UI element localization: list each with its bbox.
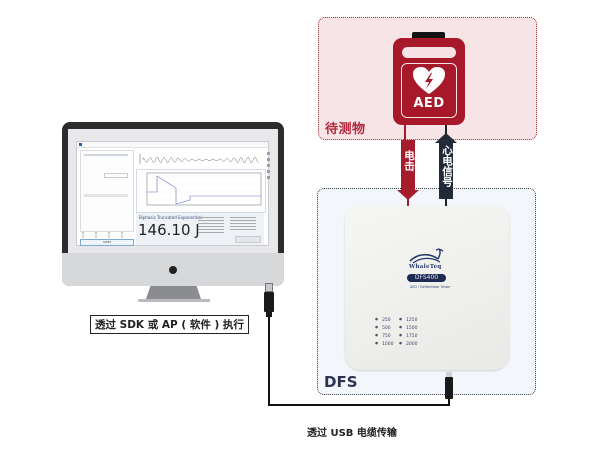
- measurement-table: [198, 217, 256, 233]
- energy-led: 750: [375, 332, 394, 340]
- ecg-arrow: [439, 143, 453, 199]
- ecg-wire-tip: [445, 199, 447, 206]
- tab-bar: [84, 154, 128, 156]
- waveform-select[interactable]: [104, 173, 128, 178]
- energy-radio-group[interactable]: [80, 231, 132, 238]
- arrow-down-icon: [397, 190, 419, 200]
- shock-arrow: [401, 140, 415, 191]
- result-pane: Biphasic Truncated Exponential 146.10 J: [136, 213, 264, 245]
- usb-c-connector-icon: [446, 372, 452, 378]
- energy-led-column-left: 250 500 750 1000: [375, 316, 394, 348]
- usb-a-strain-relief: [266, 311, 272, 317]
- app-icon: [79, 143, 82, 146]
- toolbar-icon[interactable]: [267, 152, 270, 155]
- monitor-stand: [146, 286, 201, 299]
- energy-led: 1250: [399, 316, 417, 324]
- aed-handle: [412, 32, 445, 43]
- load-resistance-select[interactable]: [84, 194, 128, 197]
- ecg-trace: [142, 156, 259, 164]
- usb-caption: 透过 USB 电缆传输: [307, 428, 397, 439]
- energy-led: 250: [375, 316, 394, 324]
- dut-region-label: 待测物: [325, 122, 366, 137]
- usb-c-plug: [445, 377, 453, 399]
- sdk-caption: 透过 SDK 或 AP ( 软件 ) 执行: [90, 315, 249, 334]
- biphasic-waveform-line: [147, 175, 261, 205]
- usb-a-connector-icon: [265, 283, 273, 292]
- usb-cable: [268, 404, 450, 406]
- waveform-name: Biphasic Truncated Exponential: [139, 215, 202, 220]
- shock-label: 电击: [403, 150, 415, 171]
- defibrillation-waveform-plot: [136, 169, 266, 213]
- energy-led: 500: [375, 324, 394, 332]
- aed-label: AED: [413, 96, 445, 111]
- device-subtitle: AED / Defibrillator Tester: [410, 285, 451, 289]
- ecg-generator-panel: [80, 150, 134, 232]
- whale-logo-icon: [409, 248, 444, 264]
- usb-a-plug: [264, 292, 274, 312]
- shock-wire: [404, 125, 406, 145]
- device-model: DFS400: [407, 274, 446, 282]
- app-window: START Biphasic Truncated Exponential 146…: [76, 141, 270, 246]
- shock-wire-tip: [407, 199, 409, 206]
- energy-led: 1000: [375, 340, 393, 348]
- tester-region-label: DFS: [324, 373, 358, 391]
- aed-grip-slot: [402, 47, 456, 58]
- usb-cable: [268, 316, 270, 406]
- energy-readout: 146.10 J: [138, 221, 200, 239]
- toolbar-icon[interactable]: [267, 158, 270, 161]
- monitor-logo-dot: [169, 266, 177, 274]
- energy-led: 1500: [399, 324, 417, 332]
- arrow-up-icon: [435, 133, 457, 143]
- heart-lightning-icon: [413, 67, 445, 94]
- toolbar-icon[interactable]: [267, 164, 270, 167]
- toolbar-icon[interactable]: [267, 176, 270, 179]
- aed-panel: [401, 63, 457, 118]
- dfs400-device: [345, 205, 509, 370]
- energy-led-column-right: 1250 1500 1750 2000: [399, 316, 417, 348]
- energy-led: 2000: [399, 340, 417, 348]
- energy-led: 1750: [399, 332, 417, 340]
- toolbar-icon[interactable]: [267, 170, 270, 173]
- monitor-foot: [138, 299, 210, 302]
- usb-cable: [448, 398, 450, 406]
- app-titlebar: [77, 142, 268, 148]
- ecg-label: 心电信号: [441, 145, 453, 187]
- device-brand: WhaleTeq: [409, 264, 442, 270]
- ecg-strip: [139, 154, 259, 164]
- ecg-wire: [445, 125, 447, 137]
- start-button[interactable]: START: [80, 239, 134, 246]
- save-image-button[interactable]: [235, 236, 261, 243]
